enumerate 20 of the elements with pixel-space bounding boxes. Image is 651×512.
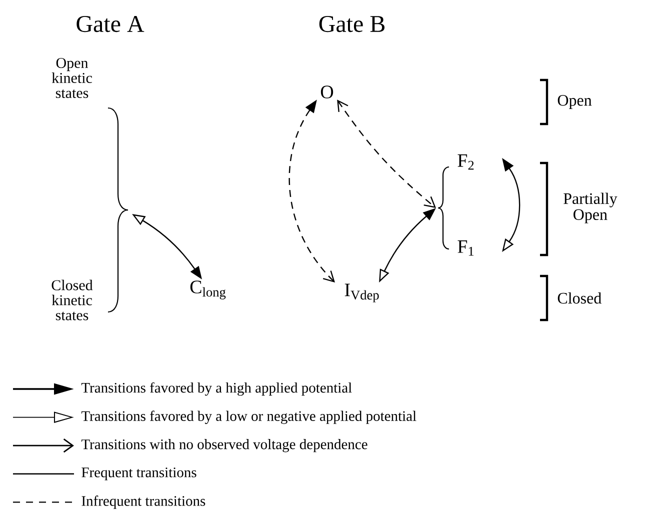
legend-text: Transitions with no observed voltage dependence — [81, 439, 368, 452]
state-label: C$_{long}$ — [190, 280, 226, 300]
state-label: I$_{Vdep}$ — [344, 284, 379, 302]
legend-text: Infrequent transitions — [82, 496, 206, 509]
state-group-label: Closed — [558, 292, 602, 304]
state-label: F$_{1}$ — [458, 240, 474, 256]
state-label: Open kinetic states — [52, 58, 92, 98]
state-group-label: Partially Open — [564, 192, 618, 224]
legend-text: Transitions favored by a low or negative applied potential — [81, 410, 416, 424]
heading: Gate B — [319, 16, 384, 32]
state-group-label: Open — [558, 95, 592, 109]
heading: Gate A — [76, 16, 144, 32]
state-label: F$_{2}$ — [458, 154, 474, 170]
brace — [108, 107, 129, 313]
state-label: Closed kinetic states — [52, 280, 93, 320]
legend-text: Frequent transitions — [82, 468, 196, 480]
legend-text: Transitions favored by a high applied potential — [81, 382, 352, 396]
arrow — [337, 100, 436, 208]
brace — [437, 166, 450, 250]
state-label: O — [320, 86, 334, 98]
